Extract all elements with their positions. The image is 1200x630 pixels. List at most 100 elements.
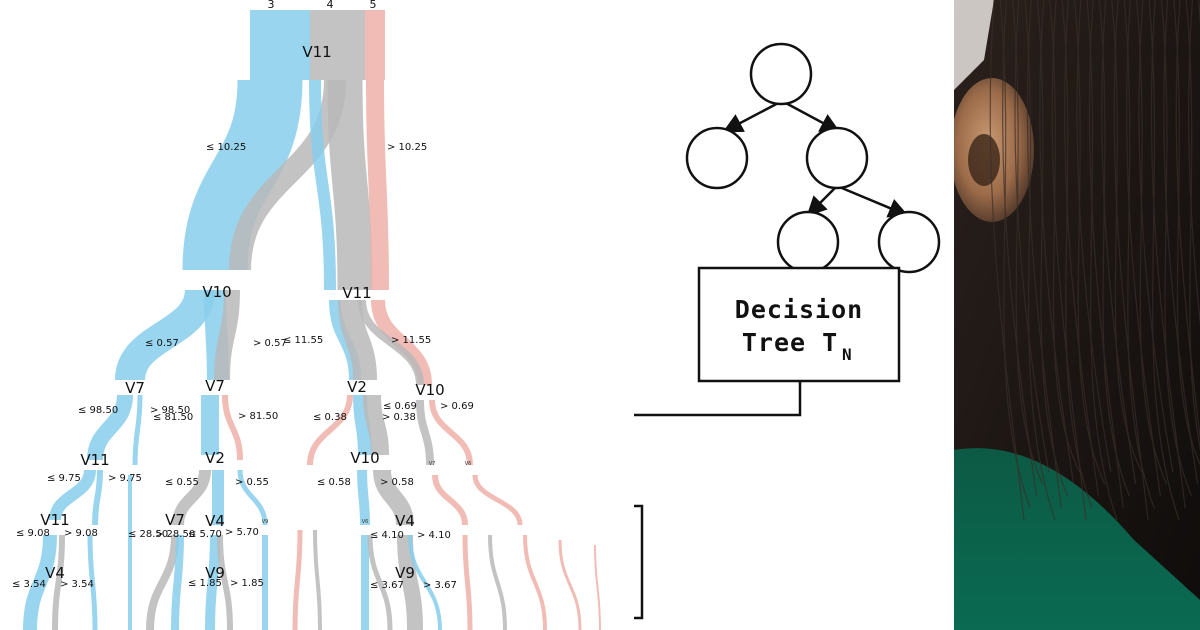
node-label-n19: V7 <box>429 461 436 467</box>
node-label-n11: V7 <box>165 511 185 529</box>
edge-label: > 81.50 <box>238 411 278 422</box>
edge-label: ≤ 3.67 <box>370 580 404 591</box>
class-label-3: 3 <box>268 0 275 11</box>
edge-label: > 9.08 <box>64 528 98 539</box>
node-label-n18: V6 <box>362 519 369 525</box>
edge-label: > 9.75 <box>108 473 142 484</box>
tree-edge <box>806 185 838 217</box>
flow-band <box>92 469 103 526</box>
connector-line <box>634 381 802 417</box>
flow-band <box>353 394 372 456</box>
edge-label: ≤ 0.58 <box>317 477 351 488</box>
class-label-5: 5 <box>370 0 377 11</box>
photo-crop <box>954 0 1200 630</box>
flow-band <box>358 299 424 386</box>
edge-label: > 98.50 <box>150 405 190 416</box>
hair-strand <box>1061 0 1093 509</box>
box-subscript: N <box>842 345 852 364</box>
flow-band <box>313 529 322 630</box>
edge-label: ≤ 9.75 <box>47 473 81 484</box>
edge-label: > 5.70 <box>225 527 259 538</box>
flow-band <box>292 529 303 630</box>
flow-band <box>408 534 442 630</box>
flow-band <box>171 534 184 630</box>
node-label-n9: V10 <box>350 449 379 467</box>
flow-band <box>416 399 434 466</box>
flow-band <box>172 469 211 526</box>
edge-label: ≤ 4.10 <box>370 530 404 541</box>
box-subtitle: Tree T <box>742 328 838 357</box>
flow-band <box>23 534 57 630</box>
node-label-n8: V2 <box>205 449 225 467</box>
edge-label: ≤ 81.50 <box>153 412 193 423</box>
flow-band <box>146 534 179 630</box>
edge-label: > 0.57 <box>253 338 287 349</box>
root-flow-column <box>310 10 365 80</box>
flow-band <box>363 394 389 456</box>
edge-label: > 11.55 <box>391 335 431 346</box>
flow-band <box>594 544 601 630</box>
flow-band <box>338 299 377 381</box>
hair-strand <box>1175 0 1200 442</box>
flow-band <box>87 534 98 630</box>
box-title: Decision <box>735 295 863 324</box>
hair-strand <box>1086 0 1118 521</box>
flow-band <box>307 394 353 466</box>
bracket-line <box>634 504 644 620</box>
hair-strand <box>999 0 1031 509</box>
flow-band <box>429 399 473 466</box>
flow-band <box>87 394 133 461</box>
hair-strand <box>1123 0 1155 509</box>
tree-node <box>685 126 749 190</box>
edge-label: ≤ 0.55 <box>165 477 199 488</box>
node-label-n17: V9 <box>262 519 269 525</box>
edge-label: ≤ 0.38 <box>313 412 347 423</box>
tree-node <box>776 210 840 274</box>
hair-strand <box>1098 0 1130 497</box>
edge-label: > 28.50 <box>155 529 195 540</box>
root-flow-column <box>365 10 385 80</box>
hair-strand <box>1012 0 1044 485</box>
flow-band <box>462 534 473 630</box>
flow-band <box>214 289 240 381</box>
hair-strand <box>1185 0 1200 451</box>
edge-label: > 0.69 <box>440 401 474 412</box>
node-label-n1: V10 <box>202 283 231 301</box>
node-label-n0: V11 <box>302 43 331 61</box>
flow-band <box>432 474 468 526</box>
flow-band <box>397 534 423 630</box>
tree-diagram: Decision Tree T N <box>634 42 941 620</box>
hair-strand <box>1024 0 1056 521</box>
edge-label: > 3.67 <box>423 580 457 591</box>
tree-node <box>877 210 941 274</box>
hair-photo <box>954 0 1200 630</box>
node-label-n13: V4 <box>45 564 65 582</box>
flow-band <box>488 534 507 630</box>
edge-label: ≤ 5.70 <box>188 529 222 540</box>
edge-label: > 0.55 <box>235 477 269 488</box>
edge-label: ≤ 28.50 <box>128 529 168 540</box>
flow-band <box>217 534 233 630</box>
edge-label: ≤ 1.85 <box>188 578 222 589</box>
tree-edge <box>781 99 841 133</box>
decision-tree-box <box>697 266 901 383</box>
hair-strand <box>1188 0 1200 326</box>
hair-strand <box>1074 0 1106 485</box>
flow-band <box>373 469 414 526</box>
flow-band <box>367 534 393 630</box>
flow-band <box>205 534 220 630</box>
flow-band <box>309 79 336 291</box>
node-label-n10: V11 <box>40 511 69 529</box>
flow-band <box>115 288 215 382</box>
edge-label: ≤ 9.08 <box>16 528 50 539</box>
edge-label: ≤ 11.55 <box>283 335 323 346</box>
flow-band <box>327 79 373 291</box>
hair-strand <box>1014 0 1050 473</box>
tree-node <box>805 126 869 190</box>
node-label-n4: V7 <box>205 377 225 395</box>
node-label-n7: V11 <box>80 451 109 469</box>
flow-band <box>182 79 303 271</box>
node-label-n14: V9 <box>205 564 225 582</box>
